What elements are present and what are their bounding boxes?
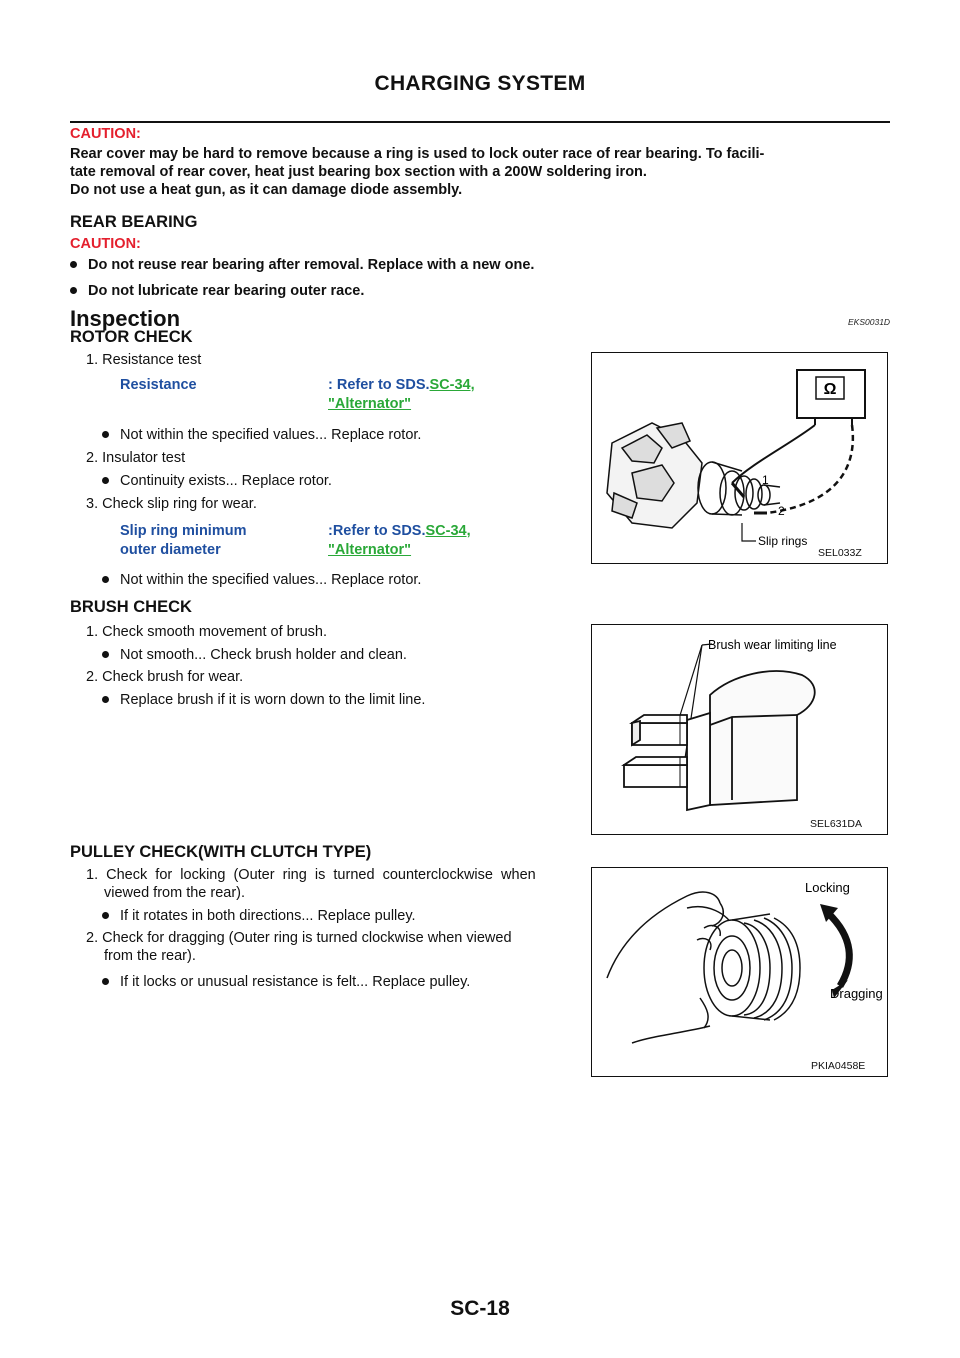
resistance-spec-link-1[interactable]: SC-34,	[429, 377, 475, 393]
pulley-step-2-line-1: 2. Check for dragging (Outer ring is tur…	[86, 930, 512, 946]
bullet-text: If it locks or unusual resistance is fel…	[120, 974, 471, 990]
inspection-heading: Inspection	[70, 306, 181, 331]
pulley-figure-code: PKIA0458E	[811, 1060, 866, 1072]
bullet-text: Do not lubricate rear bearing outer race…	[88, 283, 365, 299]
pulley-illustration: Locking Dragging	[606, 880, 883, 1044]
intro-caution-line-1: Rear cover may be hard to remove because…	[70, 146, 765, 162]
dragging-label: Dragging	[830, 986, 883, 1001]
bullet-text: If it rotates in both directions... Repl…	[120, 908, 416, 924]
slip-ring-spec-value: :Refer to SDS.SC-34, "Alternator"	[328, 522, 471, 560]
ohm-symbol-icon: Ω	[824, 381, 837, 398]
brush-figure: Brush wear limiting line SEL631DA	[591, 624, 888, 835]
pulley-check-heading: PULLEY CHECK(WITH CLUTCH TYPE)	[70, 843, 372, 861]
resistance-spec-value: : Refer to SDS.SC-34, "Alternator"	[328, 376, 475, 414]
brush-illustration: Brush wear limiting line	[621, 638, 837, 812]
rotor-step-1: 1. Resistance test	[86, 352, 202, 368]
brush-step-1: 1. Check smooth movement of brush.	[86, 624, 327, 640]
bullet-text: Not within the specified values... Repla…	[120, 427, 422, 443]
intro-caution-line-3: Do not use a heat gun, as it can damage …	[70, 182, 463, 198]
slip-ring-spec-prefix: :Refer to SDS.	[328, 523, 426, 539]
locking-label: Locking	[805, 880, 850, 895]
pulley-figure: Locking Dragging PKIA0458E	[591, 867, 888, 1077]
bullet-icon	[102, 651, 109, 658]
brush-step-2: 2. Check brush for wear.	[86, 669, 244, 685]
slip-ring-spec-label: Slip ring minimum outer diameter	[120, 522, 246, 560]
pulley-step-1-line-1: 1. Check for locking (Outer ring is turn…	[86, 867, 536, 883]
rotor-check-heading: ROTOR CHECK	[70, 328, 193, 346]
rear-bearing-caution-label: CAUTION:	[70, 236, 141, 252]
resistance-spec-label: Resistance	[120, 377, 197, 393]
bullet-icon	[70, 287, 77, 294]
page-title: CHARGING SYSTEM	[374, 72, 586, 95]
bullet-icon	[102, 477, 109, 484]
intro-caution-label: CAUTION:	[70, 126, 141, 142]
rear-bearing-heading: REAR BEARING	[70, 213, 198, 231]
bullet-text: Not within the specified values... Repla…	[120, 572, 422, 588]
bullet-icon	[102, 696, 109, 703]
bullet-text: Replace brush if it is worn down to the …	[120, 692, 426, 708]
intro-caution-line-2: tate removal of rear cover, heat just be…	[70, 164, 647, 180]
bullet-icon	[102, 576, 109, 583]
slip-ring-spec-label-1: Slip ring minimum	[120, 523, 247, 539]
resistance-spec-prefix: : Refer to SDS.	[328, 377, 430, 393]
slip-ring-spec-label-2: outer diameter	[120, 542, 221, 558]
rotor-step-2: 2. Insulator test	[86, 450, 186, 466]
bullet-text: Not smooth... Check brush holder and cle…	[120, 647, 407, 663]
rotor-illustration: Ω 1 2 Slip rings	[606, 369, 866, 548]
bullet-text: Do not reuse rear bearing after removal.…	[88, 257, 535, 273]
figure-label-1: 1	[762, 473, 769, 487]
bullet-icon	[102, 978, 109, 985]
resistance-spec-link-2[interactable]: "Alternator"	[328, 396, 412, 412]
brush-check-heading: BRUSH CHECK	[70, 598, 192, 616]
bullet-icon	[102, 912, 109, 919]
bullet-icon	[70, 261, 77, 268]
page-number: SC-18	[450, 1297, 510, 1320]
brush-wear-label: Brush wear limiting line	[708, 638, 837, 652]
figure-label-slip-rings: Slip rings	[758, 534, 807, 548]
slip-ring-spec-link-1[interactable]: SC-34,	[425, 523, 471, 539]
rotor-figure: Ω 1 2 Slip rings SEL033Z	[591, 352, 888, 564]
slip-ring-spec-link-2[interactable]: "Alternator"	[328, 542, 412, 558]
bullet-text: Continuity exists... Replace rotor.	[120, 473, 332, 489]
bullet-icon	[102, 431, 109, 438]
header-rule	[70, 121, 890, 123]
pulley-step-1-line-2: viewed from the rear).	[104, 885, 246, 901]
rotor-step-3: 3. Check slip ring for wear.	[86, 496, 257, 512]
figure-label-2: 2	[778, 504, 785, 518]
brush-figure-code: SEL631DA	[810, 818, 862, 830]
rotor-figure-code: SEL033Z	[818, 547, 862, 559]
inspection-ref-code: EKS0031D	[848, 317, 891, 327]
pulley-step-2-line-2: from the rear).	[104, 948, 196, 964]
